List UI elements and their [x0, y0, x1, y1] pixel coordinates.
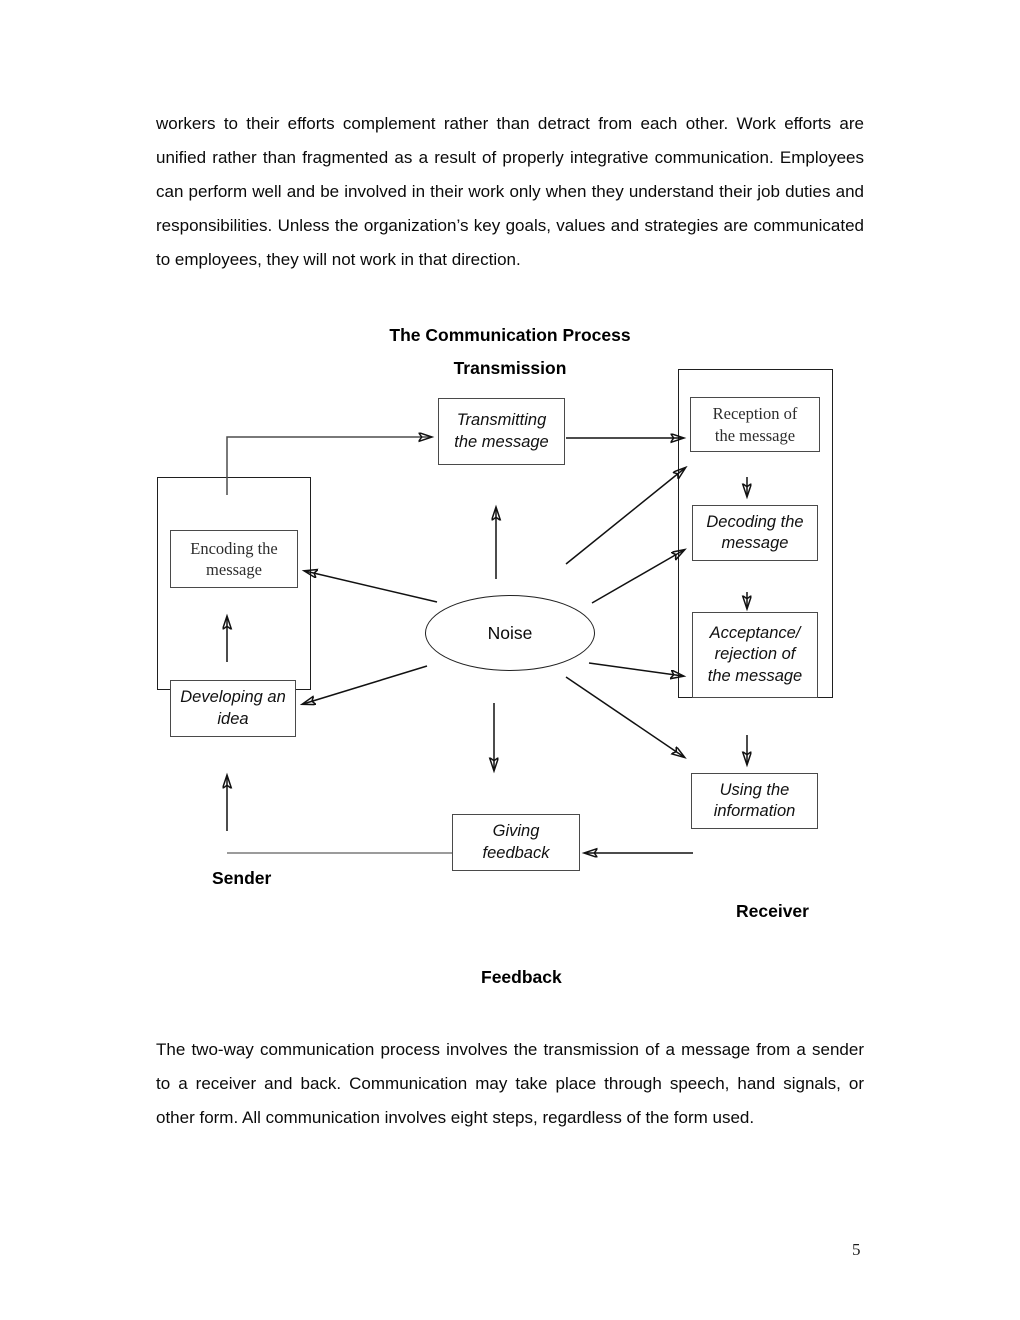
receiver-label: Receiver [736, 901, 809, 921]
page-number: 5 [852, 1240, 861, 1259]
diagram-title: The Communication Process [389, 325, 631, 345]
arrow-noise-to-acceptance [588, 662, 683, 676]
node-encoding-message: Encoding the message [170, 530, 298, 588]
node-developing-label: Developing an idea [180, 688, 286, 728]
arrow-noise-to-encoding [305, 571, 438, 603]
paragraph-top: workers to their efforts complement rath… [156, 114, 864, 269]
node-decoding-label: Decoding the message [706, 512, 804, 552]
feedback-label: Feedback [481, 967, 562, 987]
sender-label: Sender [212, 868, 272, 888]
arrow-noise-to-developing [303, 665, 428, 704]
node-using-information: Using the information [691, 773, 818, 829]
arrow-noise-to-decoding [591, 550, 684, 604]
arrow-noise-to-using [565, 676, 684, 757]
node-giving-feedback-label: Giving feedback [482, 822, 550, 862]
node-acceptance-rejection: Acceptance/ rejection of the message [692, 612, 818, 698]
node-acceptance-label: Acceptance/ rejection of the message [707, 624, 803, 685]
node-developing-idea: Developing an idea [170, 680, 296, 737]
paragraph-bottom: The two-way communication process involv… [156, 1040, 864, 1127]
diagram-subtitle: Transmission [453, 358, 567, 378]
node-transmitting-message: Transmitting the message [438, 398, 565, 465]
node-transmitting-label: Transmitting the message [454, 411, 549, 451]
node-using-label: Using the information [713, 780, 796, 820]
noise-label: Noise [487, 622, 533, 643]
node-encoding-label: Encoding the message [190, 538, 278, 579]
node-decoding-message: Decoding the message [692, 505, 818, 561]
node-reception-message: Reception of the message [690, 397, 820, 452]
arrow-noise-to-reception [565, 468, 685, 565]
node-giving-feedback: Giving feedback [452, 814, 580, 871]
node-reception-label: Reception of the message [712, 404, 798, 445]
noise-ellipse: Noise [425, 595, 595, 671]
